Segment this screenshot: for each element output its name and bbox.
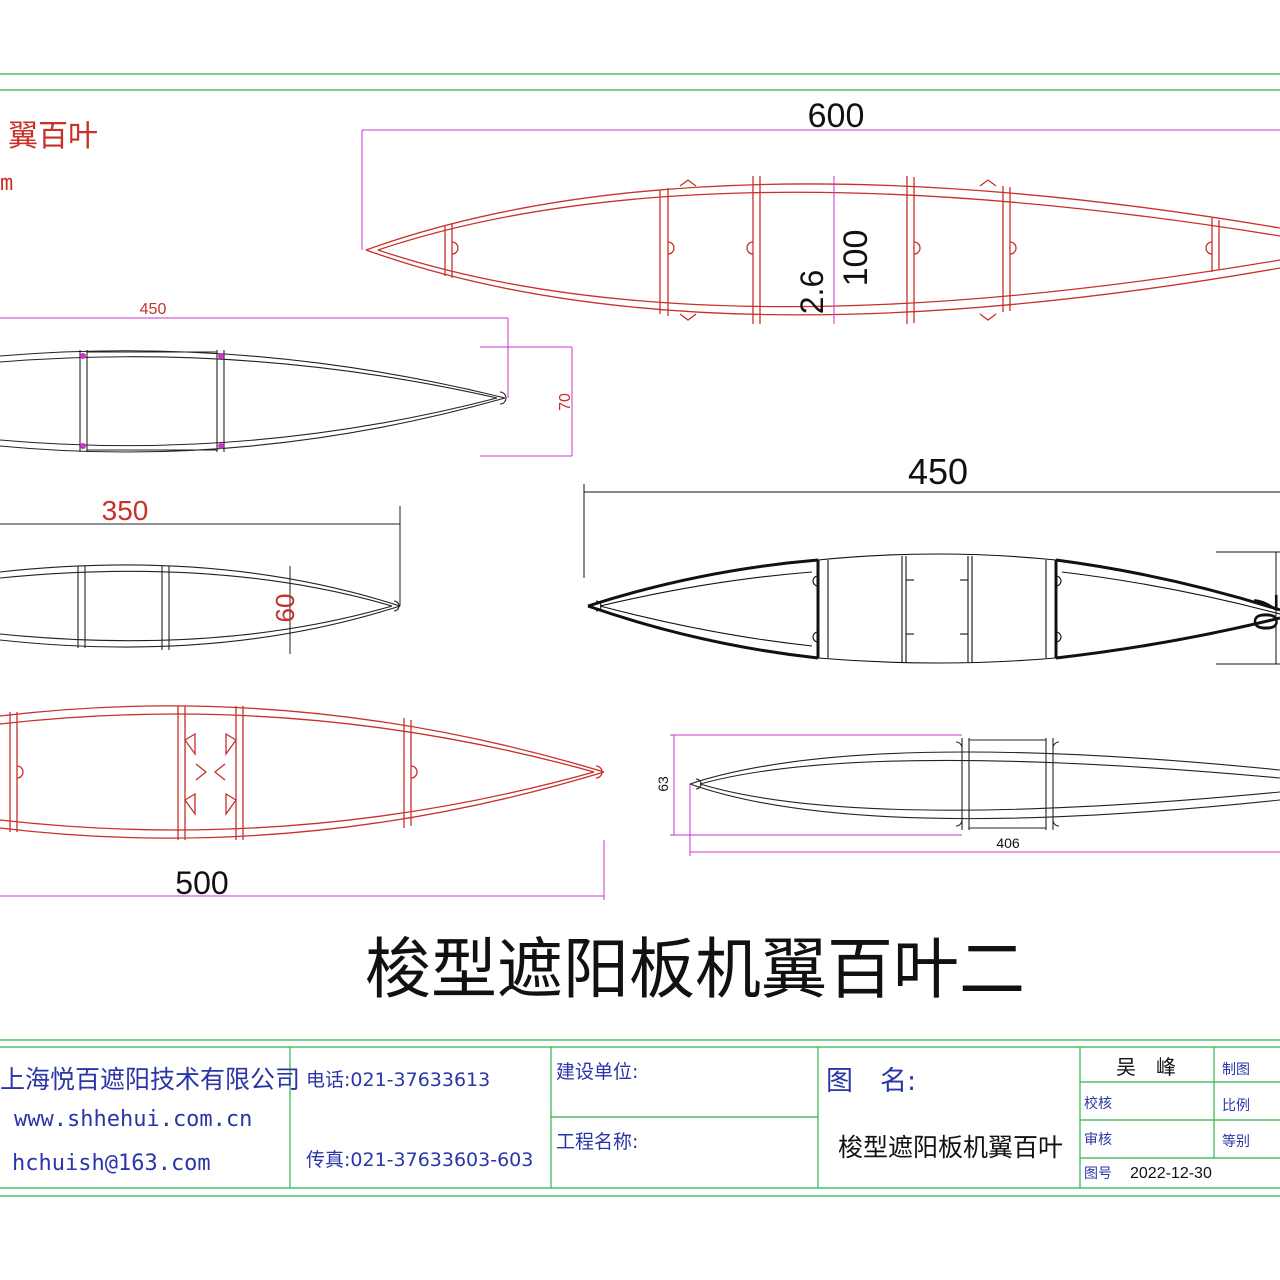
fax-number: 传真:021-37633603-603 bbox=[306, 1149, 533, 1171]
drawing-no-label: 图号 bbox=[1084, 1166, 1112, 1182]
dimension-350 bbox=[0, 506, 401, 654]
dimension-450-a-label: 450 bbox=[140, 301, 167, 318]
title-block-grid bbox=[289, 1047, 1280, 1188]
corner-unit: m bbox=[0, 171, 13, 196]
dimension-500-label: 500 bbox=[175, 865, 228, 901]
corner-title: 翼百叶 bbox=[8, 119, 98, 154]
dimension-450-b bbox=[583, 484, 1280, 665]
profile-600 bbox=[365, 176, 1280, 324]
project-label: 工程名称: bbox=[556, 1131, 638, 1153]
dimension-406-label: 406 bbox=[996, 835, 1020, 851]
profile-406 bbox=[689, 738, 1280, 830]
company-website: www.shhehui.com.cn bbox=[14, 1107, 252, 1132]
dimension-600-label: 600 bbox=[808, 97, 865, 135]
review-label: 审核 bbox=[1084, 1132, 1112, 1148]
dimension-450-a bbox=[0, 317, 573, 457]
profile-450-b-inner bbox=[595, 553, 1280, 664]
col-scale-label: 比例 bbox=[1222, 1098, 1250, 1114]
dimension-63-label: 63 bbox=[655, 776, 671, 792]
company-email: hchuish@163.com bbox=[12, 1151, 211, 1176]
dimension-70-b-label: 70 bbox=[1246, 593, 1280, 631]
profile-450-b bbox=[587, 558, 1280, 660]
profile-450-a bbox=[0, 350, 507, 453]
dimension-500 bbox=[0, 840, 605, 900]
drawing-name: 梭型遮阳板机翼百叶 bbox=[838, 1133, 1063, 1162]
profile-500 bbox=[0, 705, 605, 840]
sheet-frame bbox=[0, 73, 1280, 1197]
company-name: 上海悦百遮阳技术有限公司 bbox=[0, 1065, 300, 1094]
dimension-406 bbox=[670, 734, 1280, 856]
client-label: 建设单位: bbox=[556, 1061, 638, 1083]
dimension-450-b-label: 450 bbox=[908, 451, 968, 492]
profile-350 bbox=[0, 564, 401, 650]
dimension-70-a-label: 70 bbox=[557, 393, 574, 411]
dimension-wall-label: 2.6 bbox=[794, 270, 830, 314]
designer-name: 吴 峰 bbox=[1116, 1055, 1176, 1079]
main-title: 梭型遮阳板机翼百叶二 bbox=[365, 931, 1025, 1008]
col-draw-label: 制图 bbox=[1222, 1062, 1250, 1078]
drawing-name-label: 图 名: bbox=[826, 1066, 916, 1097]
dimension-600 bbox=[361, 129, 1280, 250]
check-label: 校核 bbox=[1084, 1095, 1112, 1112]
dimension-60-label: 60 bbox=[270, 594, 300, 623]
drawing-date: 2022-12-30 bbox=[1130, 1165, 1212, 1182]
phone-number: 电话:021-37633613 bbox=[306, 1069, 490, 1091]
dimension-350-label: 350 bbox=[102, 495, 149, 526]
dimension-100-label: 100 bbox=[837, 230, 875, 287]
profile-450-a-joints bbox=[80, 353, 224, 449]
col-grade-label: 等别 bbox=[1222, 1133, 1250, 1150]
